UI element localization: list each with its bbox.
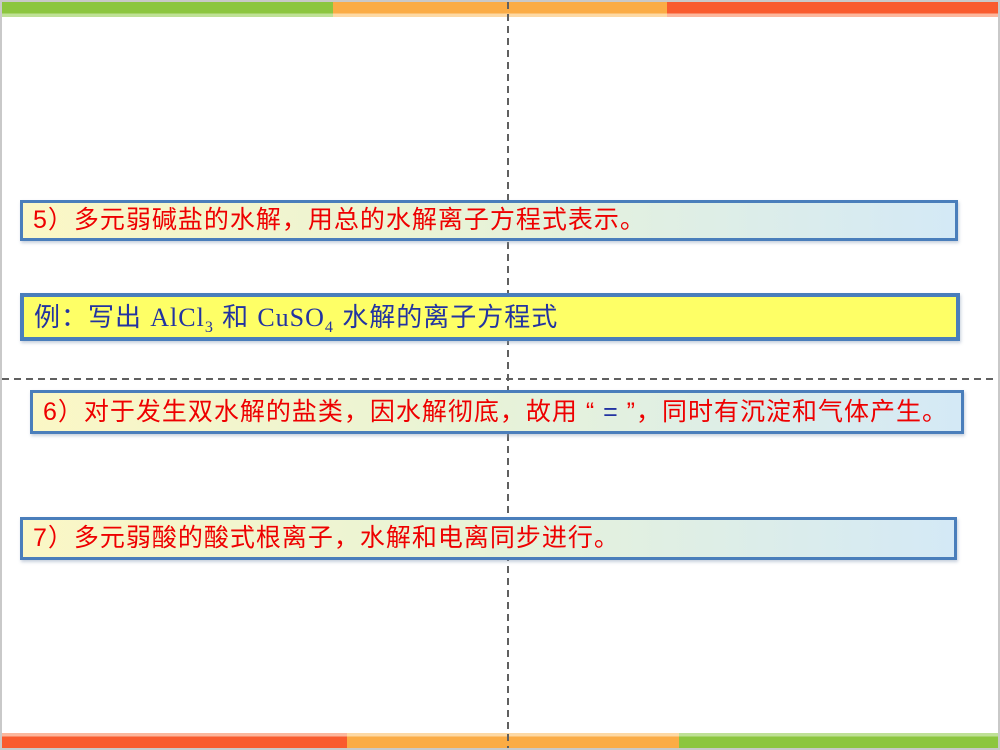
point-7-text: 7）多元弱酸的酸式根离子，水解和电离同步进行。 xyxy=(33,524,620,552)
top-bar-green-segment xyxy=(2,2,333,17)
example-text-and: 和 xyxy=(213,301,258,332)
point-6-text-lead: 6）对于发生双水解的盐类，因水解彻底，故用 “ xyxy=(43,397,604,426)
vertical-dashed-guide-line xyxy=(507,2,509,748)
formula-alcl-subscript: 3 xyxy=(204,318,214,336)
text-box-point-7[interactable]: 7）多元弱酸的酸式根离子，水解和电离同步进行。 xyxy=(20,517,957,560)
point-6-text-tail: ”，同时有沉淀和气体产生。 xyxy=(618,397,949,426)
top-bar-red-segment xyxy=(667,2,998,17)
equals-sign: = xyxy=(603,397,619,426)
bottom-bar-orange-segment xyxy=(346,733,680,748)
text-box-point-6[interactable]: 6）对于发生双水解的盐类，因水解彻底，故用 “ = ”，同时有沉淀和气体产生。 xyxy=(30,390,964,434)
formula-cuso: CuSO xyxy=(257,302,325,332)
formula-alcl: AlCl xyxy=(150,302,205,332)
top-accent-bar xyxy=(2,2,998,17)
point-5-text: 5）多元弱碱盐的水解，用总的水解离子方程式表示。 xyxy=(33,206,646,234)
point-6-text: 6）对于发生双水解的盐类，因水解彻底，故用 “ = ”，同时有沉淀和气体产生。 xyxy=(43,397,949,426)
example-text-lead: 例：写出 xyxy=(34,301,151,332)
example-text: 例：写出 AlCl3 和 CuSO4 水解的离子方程式 xyxy=(34,301,559,336)
formula-cuso-subscript: 4 xyxy=(324,318,334,336)
bottom-accent-bar xyxy=(2,733,998,748)
text-box-point-5[interactable]: 5）多元弱碱盐的水解，用总的水解离子方程式表示。 xyxy=(20,200,958,241)
bottom-bar-red-segment xyxy=(2,733,347,748)
bottom-bar-green-segment xyxy=(679,733,998,748)
example-text-tail: 水解的离子方程式 xyxy=(333,301,559,332)
horizontal-dashed-guide-line xyxy=(2,378,998,380)
text-box-example[interactable]: 例：写出 AlCl3 和 CuSO4 水解的离子方程式 xyxy=(20,293,960,341)
top-bar-orange-segment xyxy=(332,2,668,17)
